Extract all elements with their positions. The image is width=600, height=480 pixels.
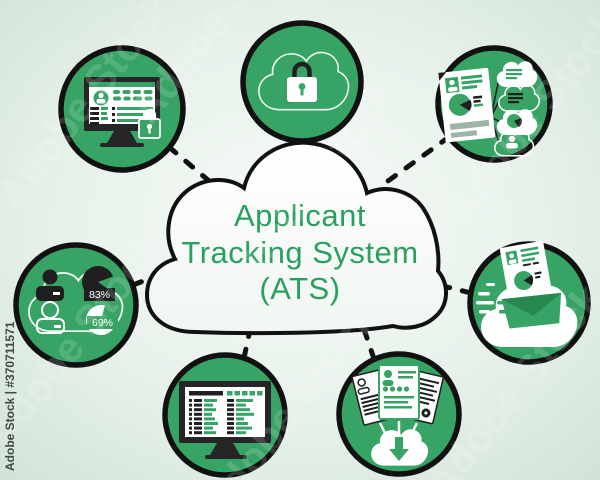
- database-rows: [189, 399, 254, 435]
- download-arrow-icon: [389, 437, 409, 461]
- node-secure-cloud: [240, 20, 364, 144]
- percent-bottom-label: 69%: [92, 317, 113, 329]
- resume-share-to-clouds-icon: [438, 61, 541, 157]
- small-lock-icon: [138, 108, 161, 139]
- resume-envelope-delivery-icon: [476, 240, 578, 347]
- dark-person-icon: [42, 269, 58, 285]
- node-resume-download: [336, 351, 462, 477]
- node-resume-delivery: [467, 240, 591, 365]
- central-cloud: Applicant Tracking System (ATS): [144, 140, 448, 336]
- connector-top-right: [378, 134, 452, 189]
- secure-cloud-lock-icon: [258, 51, 350, 111]
- title-line-3: (ATS): [259, 271, 340, 306]
- connector-left: [130, 275, 154, 288]
- node-candidate-analytics-circle: [13, 242, 139, 368]
- node-candidate-analytics: 83% 69%: [13, 242, 139, 368]
- node-resume-distribution: [435, 45, 553, 163]
- stat-chip-83: [84, 288, 115, 301]
- envelope-icon: [501, 292, 562, 329]
- stock-credit-text: Adobe Stock | #370711571: [3, 321, 17, 471]
- delivery-resume-document: [499, 240, 553, 304]
- central-cloud-shape: [144, 140, 448, 336]
- title-line-1: Applicant: [234, 198, 366, 233]
- resume-document: [438, 67, 496, 143]
- applicant-database-monitor-icon: [179, 381, 271, 459]
- node-applicant-database: [162, 352, 288, 478]
- speed-lines: [476, 283, 507, 314]
- title-line-2: Tracking System: [181, 235, 418, 270]
- resume-card-center: [378, 364, 420, 420]
- connector-right: [440, 283, 474, 296]
- page-title: Applicant Tracking System (ATS): [181, 198, 418, 306]
- percent-top-label: 83%: [89, 289, 110, 301]
- stat-chip-69: [87, 316, 118, 329]
- node-secure-profile: [58, 45, 186, 173]
- resume-cloud-download-icon: [351, 364, 445, 466]
- connector-bottom-right: [361, 326, 377, 362]
- candidate-profile-monitor-lock-icon: [84, 77, 161, 147]
- candidate-analytics-pie-icon: 83% 69%: [28, 266, 124, 335]
